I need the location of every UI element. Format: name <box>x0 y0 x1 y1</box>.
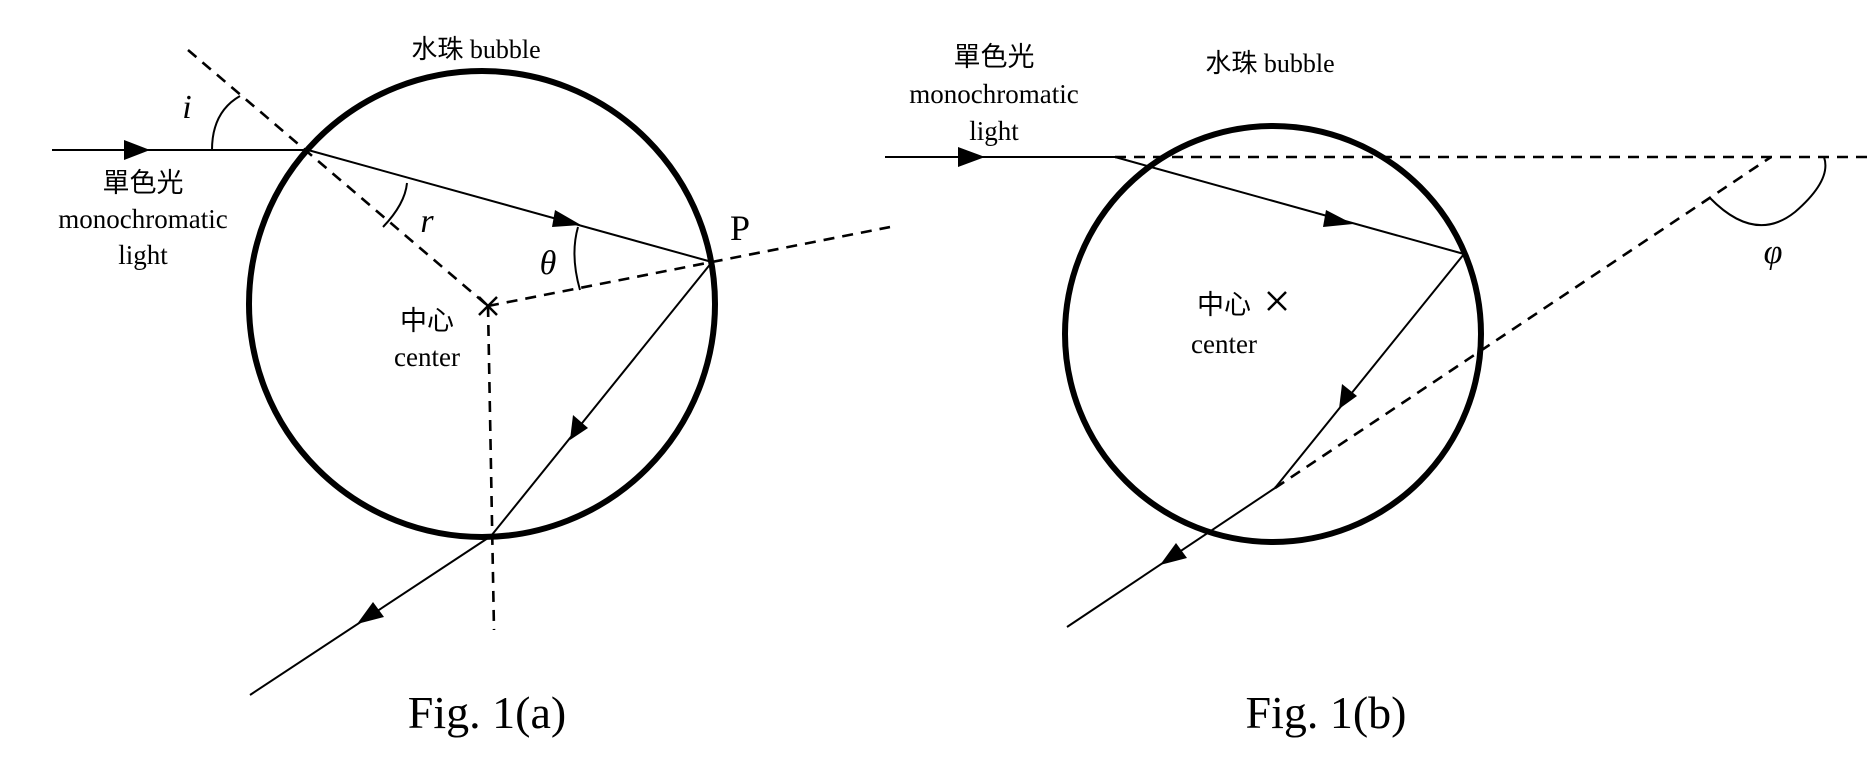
light-label-en1-a: monochromatic <box>58 204 227 234</box>
angle-arc-i <box>211 95 241 151</box>
bubble-label-a: 水珠 bubble <box>411 35 540 64</box>
angle-arc-r <box>382 182 408 228</box>
arrowhead-exit-a <box>357 602 384 624</box>
arrowhead-exit-b <box>1160 543 1187 565</box>
light-label-en2-a: light <box>118 240 168 270</box>
bubble-circle-a <box>246 68 718 540</box>
arrowhead-refracted-b <box>1323 210 1353 227</box>
arrowhead-incident-a <box>124 140 150 160</box>
center-label-zh-b: 中心 <box>1197 290 1251 320</box>
center-label-en-b: center <box>1191 329 1257 359</box>
point-label-p: P <box>730 208 750 248</box>
bubble-circle-b <box>1062 123 1484 545</box>
light-label-zh-a: 單色光 <box>103 168 184 198</box>
arrowhead-refracted-a <box>552 210 581 227</box>
center-mark-b <box>1267 291 1287 311</box>
reflected-ray-a <box>490 261 713 537</box>
dashed-exit-extension-b <box>1274 155 1772 490</box>
light-label-en2-b: light <box>969 116 1019 146</box>
center-label-en-a: center <box>394 342 460 372</box>
angle-arc-theta <box>573 226 581 291</box>
arrowhead-reflected-a <box>570 415 588 440</box>
arrowhead-reflected-b <box>1339 384 1357 409</box>
figure-1a: 水珠 bubble 單色光 monochromatic light 中心 cen… <box>52 35 891 738</box>
center-mark-a <box>478 296 498 316</box>
angle-label-theta: θ <box>540 245 557 282</box>
refracted-ray-b <box>1114 156 1465 255</box>
arrowhead-incident-b <box>958 147 985 167</box>
light-label-zh-b: 單色光 <box>954 42 1035 72</box>
caption-fig-1a: Fig. 1(a) <box>408 687 566 738</box>
caption-fig-1b: Fig. 1(b) <box>1246 687 1407 738</box>
angle-label-i: i <box>182 89 191 126</box>
light-label-en1-b: monochromatic <box>909 79 1078 109</box>
angle-label-r: r <box>420 203 434 240</box>
normal-line-exit-a <box>486 305 496 631</box>
refracted-ray-a <box>307 149 713 263</box>
reflected-ray-b <box>1274 253 1465 489</box>
center-label-zh-a: 中心 <box>400 306 454 336</box>
normal-line-entry-a <box>187 49 489 307</box>
figure-1b: 水珠 bubble 單色光 monochromatic light 中心 cen… <box>885 42 1874 738</box>
angle-label-phi: φ <box>1764 234 1783 271</box>
angle-arc-phi <box>1709 156 1827 226</box>
bubble-label-b: 水珠 bubble <box>1205 49 1334 78</box>
